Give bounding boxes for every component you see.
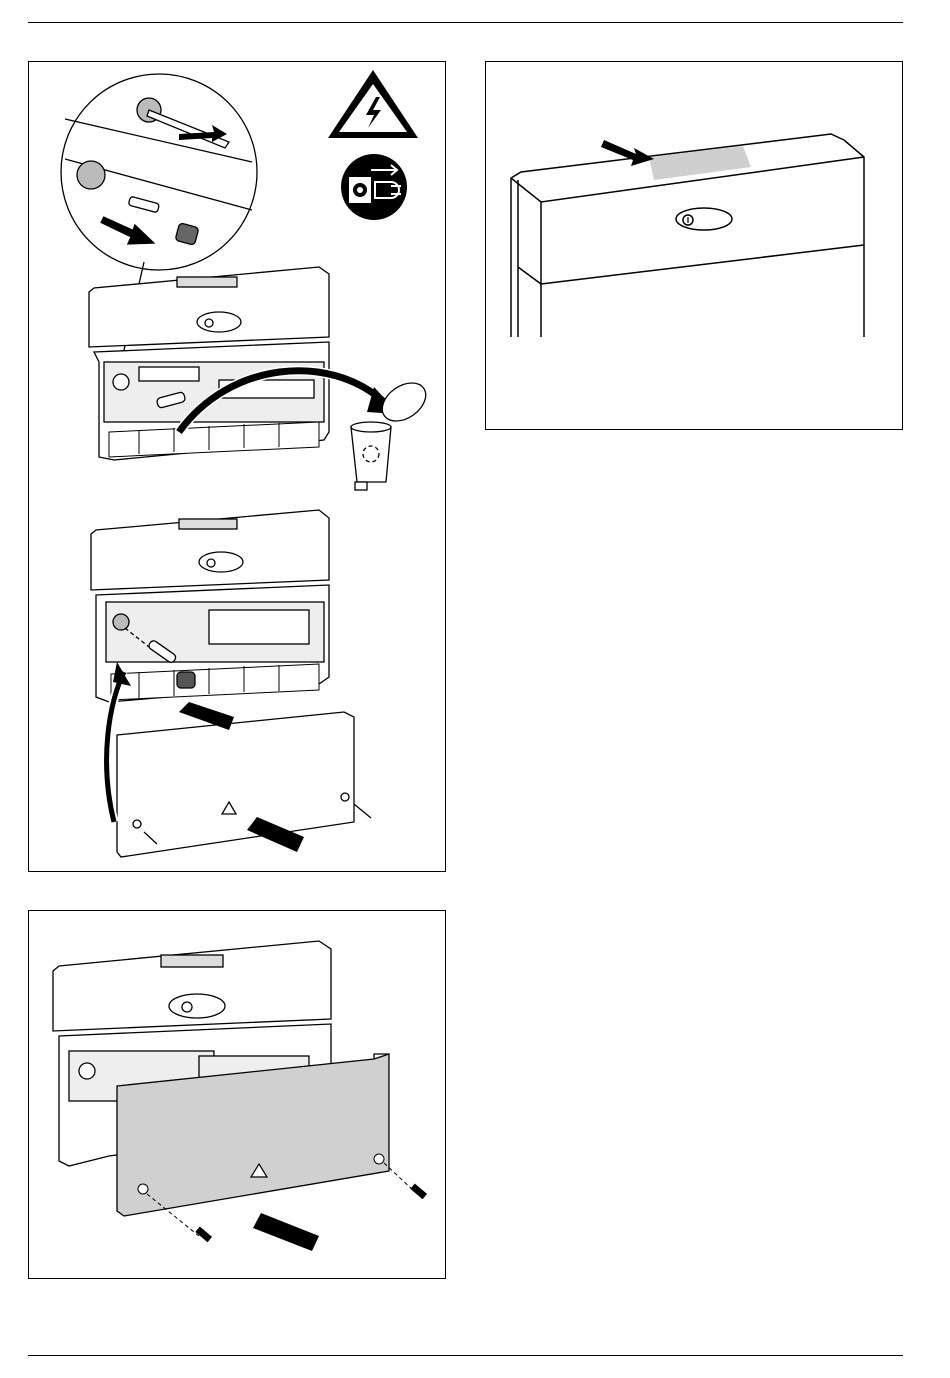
push-cover-arrow-icon: [253, 1213, 319, 1251]
disconnect-mains-plug-icon: [341, 154, 407, 220]
fuse-replacement-illustration: [29, 62, 447, 873]
controller-fuse-insert-illustration: [91, 510, 329, 702]
label-location-illustration: [486, 62, 904, 431]
footer-rule: [28, 1355, 903, 1356]
controller-open-illustration: [89, 267, 329, 460]
cover-refit-illustration: [29, 911, 447, 1280]
figure-label-location: [485, 61, 903, 430]
figure-cover-refit: [28, 910, 446, 1279]
electrical-hazard-warning-icon: [328, 70, 418, 138]
figure-fuse-replacement: [28, 61, 446, 872]
header-rule: [28, 22, 903, 23]
front-cover-illustration: [117, 712, 371, 857]
